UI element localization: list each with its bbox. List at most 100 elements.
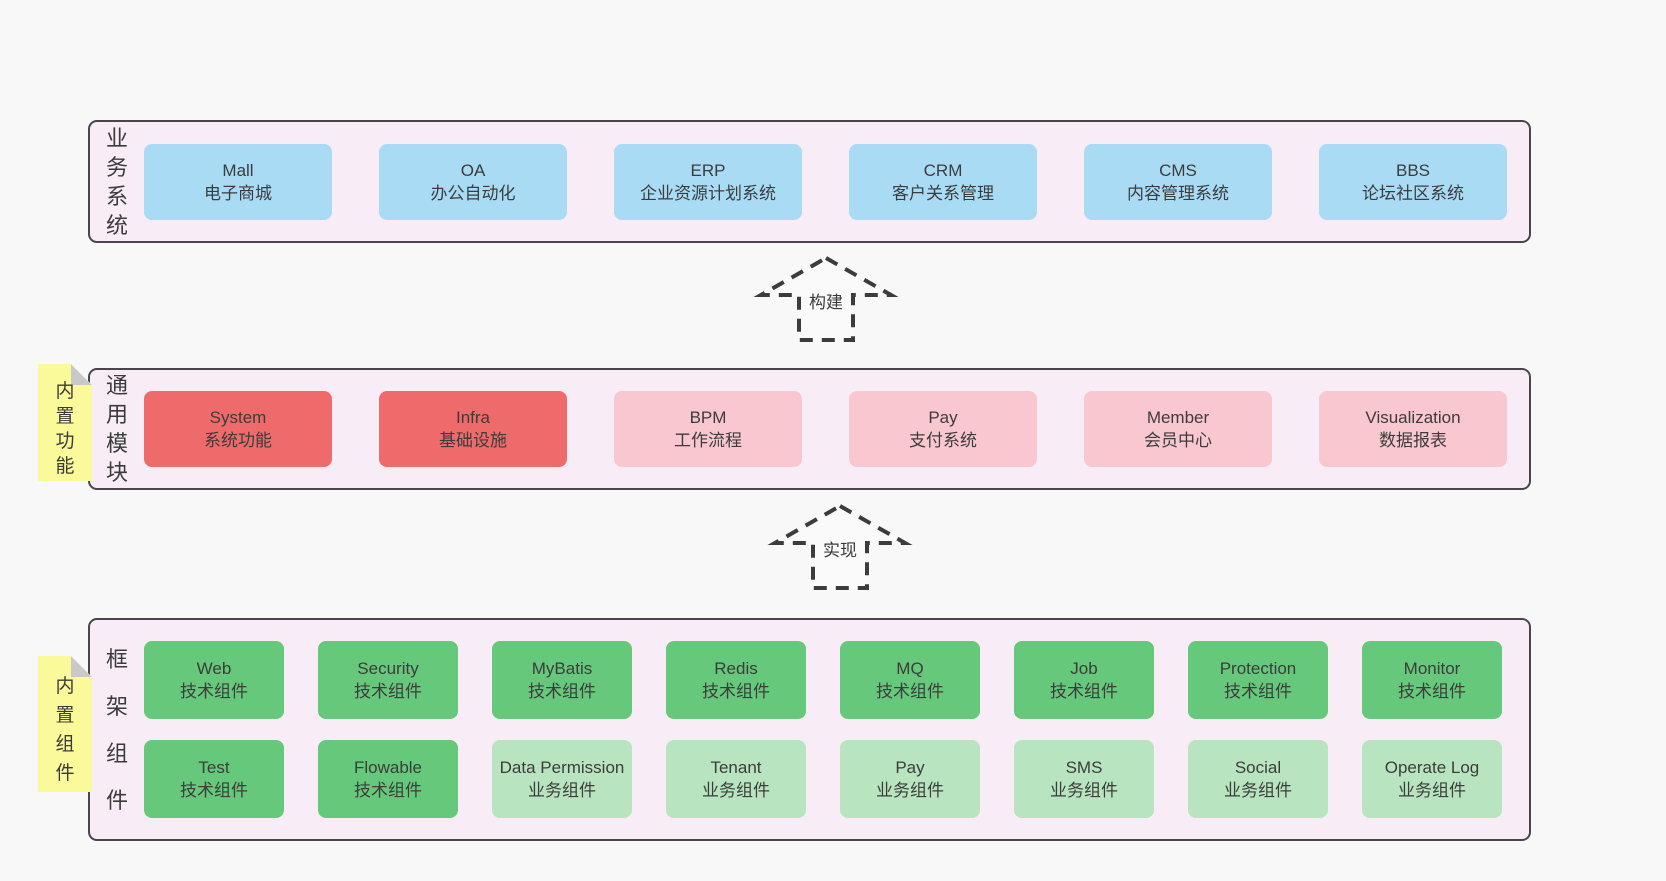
box-title: MQ [896, 659, 924, 678]
box-operate-log: Operate Log 业务组件 [1362, 740, 1502, 818]
box-title: BPM [689, 408, 727, 427]
box-title: Test [198, 758, 230, 777]
box-subtitle: 技术组件 [702, 682, 770, 701]
box-oa: OA 办公自动化 [379, 143, 567, 220]
box-title: Visualization [1365, 408, 1461, 427]
implement-arrow-label: 实现 [820, 540, 860, 562]
box-title: Monitor [1403, 659, 1461, 678]
box-subtitle: 技术组件 [528, 682, 596, 701]
box-subtitle: 业务组件 [702, 781, 770, 800]
box-subtitle: 业务组件 [528, 781, 596, 800]
box-title: SMS [1065, 758, 1103, 777]
box-pay: Pay 支付系统 [849, 391, 1037, 467]
common-modules-side-label: 通用模块 [105, 373, 128, 485]
box-subtitle: 基础设施 [439, 431, 507, 450]
box-system: System 系统功能 [144, 391, 332, 467]
box-visualization: Visualization 数据报表 [1319, 391, 1507, 467]
box-subtitle: 数据报表 [1379, 431, 1447, 450]
box-tenant: Tenant 业务组件 [666, 740, 806, 818]
box-subtitle: 技术组件 [876, 682, 944, 701]
common-modules-sticky-note: 内置功能 [38, 364, 92, 481]
box-subtitle: 企业资源计划系统 [640, 183, 776, 203]
box-subtitle: 客户关系管理 [892, 183, 994, 203]
box-title: CRM [923, 160, 963, 180]
box-subtitle: 论坛社区系统 [1362, 183, 1464, 203]
build-arrow: 构建 [753, 255, 899, 343]
box-title: Member [1146, 408, 1210, 427]
box-security: Security 技术组件 [318, 641, 458, 719]
box-title: OA [460, 160, 486, 180]
box-subtitle: 技术组件 [1050, 682, 1118, 701]
box-data-permission: Data Permission 业务组件 [492, 740, 632, 818]
box-title: Social [1234, 758, 1282, 777]
box-subtitle: 业务组件 [1224, 781, 1292, 800]
framework-components-sticky-note: 内置组件 [38, 656, 92, 792]
box-subtitle: 支付系统 [909, 431, 977, 450]
box-title: BBS [1395, 160, 1431, 180]
box-title: Flowable [353, 758, 423, 777]
box-subtitle: 技术组件 [1398, 682, 1466, 701]
business-systems-side-label: 业务系统 [105, 125, 128, 238]
box-mq: MQ 技术组件 [840, 641, 980, 719]
box-job: Job 技术组件 [1014, 641, 1154, 719]
box-protection: Protection 技术组件 [1188, 641, 1328, 719]
box-subtitle: 电子商城 [204, 183, 272, 203]
box-subtitle: 工作流程 [674, 431, 742, 450]
box-title: CMS [1159, 160, 1197, 180]
box-mall: Mall 电子商城 [144, 143, 332, 220]
box-title: Pay [895, 758, 925, 777]
box-subtitle: 办公自动化 [430, 183, 516, 203]
box-crm: CRM 客户关系管理 [849, 143, 1037, 220]
box-test: Test 技术组件 [144, 740, 284, 818]
common-modules-note-label: 内置功能 [55, 380, 75, 477]
box-subtitle: 业务组件 [876, 781, 944, 800]
box-subtitle: 技术组件 [354, 682, 422, 701]
box-title: Protection [1219, 659, 1297, 678]
box-subtitle: 业务组件 [1050, 781, 1118, 800]
box-title: Infra [455, 408, 491, 427]
box-title: Job [1070, 659, 1098, 678]
box-infra: Infra 基础设施 [379, 391, 567, 467]
box-title: Pay [928, 408, 958, 427]
box-sms: SMS 业务组件 [1014, 740, 1154, 818]
box-social: Social 业务组件 [1188, 740, 1328, 818]
box-flowable: Flowable 技术组件 [318, 740, 458, 818]
box-title: Mall [222, 160, 254, 180]
box-mybatis: MyBatis 技术组件 [492, 641, 632, 719]
box-redis: Redis 技术组件 [666, 641, 806, 719]
box-subtitle: 技术组件 [354, 781, 422, 800]
box-title: Data Permission [499, 758, 625, 777]
box-monitor: Monitor 技术组件 [1362, 641, 1502, 719]
box-bbs: BBS 论坛社区系统 [1319, 143, 1507, 220]
box-bpm: BPM 工作流程 [614, 391, 802, 467]
box-title: Web [196, 659, 232, 678]
box-subtitle: 技术组件 [180, 781, 248, 800]
framework-components-side-label: 框架组件 [105, 646, 128, 813]
box-title: MyBatis [531, 659, 593, 678]
box-title: Security [357, 659, 419, 678]
box-pay: Pay 业务组件 [840, 740, 980, 818]
build-arrow-label: 构建 [806, 292, 846, 314]
box-title: System [209, 408, 267, 427]
box-subtitle: 技术组件 [1224, 682, 1292, 701]
framework-components-note-label: 内置组件 [55, 676, 75, 784]
box-title: Tenant [710, 758, 762, 777]
box-subtitle: 系统功能 [204, 431, 272, 450]
box-title: Redis [714, 659, 758, 678]
box-subtitle: 业务组件 [1398, 781, 1466, 800]
box-title: Operate Log [1384, 758, 1480, 777]
